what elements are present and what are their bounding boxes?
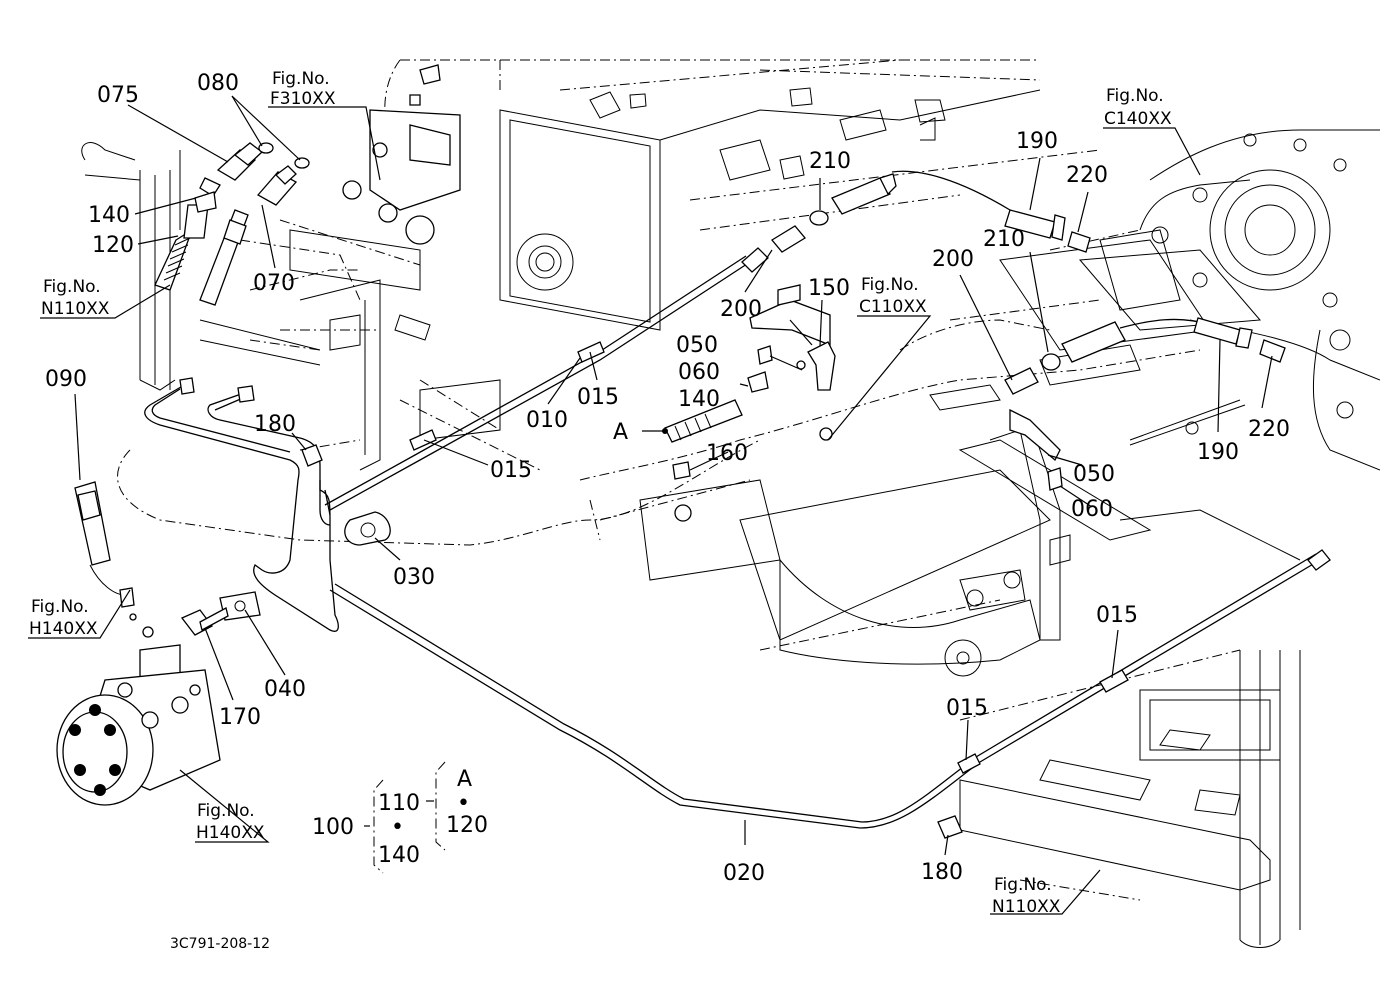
right-parts bbox=[409, 173, 1331, 839]
label-180: 180 bbox=[254, 412, 296, 437]
kit-dot: • bbox=[391, 815, 404, 840]
figref-n110-code: N110XX bbox=[992, 897, 1061, 917]
label-020: 020 bbox=[723, 861, 765, 886]
figref-h140-code: H140XX bbox=[29, 619, 98, 639]
label-060: 060 bbox=[1071, 497, 1113, 522]
label-015: 015 bbox=[1096, 603, 1138, 628]
label-090: 090 bbox=[45, 367, 87, 392]
label-120: 120 bbox=[92, 233, 134, 258]
label-140: 140 bbox=[88, 203, 130, 228]
label-210: 210 bbox=[983, 227, 1025, 252]
figref-f310-label: Fig.No. bbox=[272, 69, 330, 89]
label-050: 050 bbox=[1073, 462, 1115, 487]
label-050: 050 bbox=[676, 333, 718, 358]
leader-lines bbox=[74, 95, 1273, 856]
drawing-code: 3C791-208-12 bbox=[170, 936, 270, 952]
tractor-frame-outline bbox=[81, 59, 1380, 948]
label-015: 015 bbox=[946, 696, 988, 721]
figref-h140-label: Fig.No. bbox=[197, 801, 255, 821]
figref-n110-code: N110XX bbox=[41, 299, 110, 319]
kit-marker-A: A bbox=[457, 767, 472, 792]
label-220: 220 bbox=[1248, 417, 1290, 442]
label-070: 070 bbox=[253, 271, 295, 296]
figref-n110-label: Fig.No. bbox=[994, 875, 1052, 895]
label-170: 170 bbox=[219, 705, 261, 730]
label-015: 015 bbox=[577, 385, 619, 410]
label-015: 015 bbox=[490, 458, 532, 483]
label-150: 150 bbox=[808, 276, 850, 301]
figref-c110-label: Fig.No. bbox=[861, 275, 919, 295]
kit-composition: 100 110 • 140 A • 120 bbox=[312, 761, 488, 874]
kit-label-120: 120 bbox=[446, 813, 488, 838]
label-075: 075 bbox=[97, 83, 139, 108]
kit-dot: • bbox=[457, 791, 470, 816]
figref-leaders bbox=[28, 106, 1201, 915]
label-190: 190 bbox=[1197, 440, 1239, 465]
label-180: 180 bbox=[921, 860, 963, 885]
label-200: 200 bbox=[720, 297, 762, 322]
label-080: 080 bbox=[197, 71, 239, 96]
hydraulic-pipes bbox=[144, 170, 1321, 829]
label-140: 140 bbox=[678, 387, 720, 412]
figref-n110-label: Fig.No. bbox=[43, 277, 101, 297]
label-060: 060 bbox=[678, 360, 720, 385]
label-010: 010 bbox=[526, 408, 568, 433]
figref-f310-code: F310XX bbox=[270, 89, 336, 109]
label-200: 200 bbox=[932, 247, 974, 272]
label-190: 190 bbox=[1016, 129, 1058, 154]
figure-references: Fig.No. F310XX Fig.No. C140XX Fig.No. N1… bbox=[29, 69, 1172, 917]
label-040: 040 bbox=[264, 677, 306, 702]
label-A: A bbox=[613, 420, 628, 445]
label-030: 030 bbox=[393, 565, 435, 590]
figref-c140-label: Fig.No. bbox=[1106, 86, 1164, 106]
left-parts bbox=[56, 64, 461, 806]
label-210: 210 bbox=[809, 149, 851, 174]
figref-c140-code: C140XX bbox=[1104, 109, 1172, 129]
kit-label-110: 110 bbox=[378, 791, 420, 816]
part-number-labels: 075 080 140 120 070 090 180 010 015 015 … bbox=[45, 71, 1290, 886]
figref-h140-label: Fig.No. bbox=[31, 597, 89, 617]
figref-h140-code: H140XX bbox=[196, 823, 265, 843]
label-220: 220 bbox=[1066, 163, 1108, 188]
figref-c110-code: C110XX bbox=[859, 297, 927, 317]
label-160: 160 bbox=[706, 441, 748, 466]
kit-label-140: 140 bbox=[378, 843, 420, 868]
kit-label-100: 100 bbox=[312, 815, 354, 840]
